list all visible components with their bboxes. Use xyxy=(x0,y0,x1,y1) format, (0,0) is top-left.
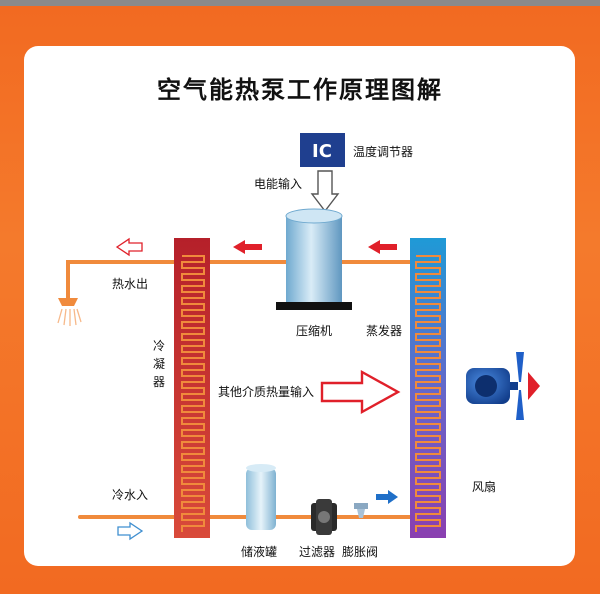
hot-water-out-label: 热水出 xyxy=(112,277,148,291)
hot-water-out-arrow-icon xyxy=(115,237,143,257)
receiver-label: 储液罐 xyxy=(241,544,277,559)
diagram-title: 空气能热泵工作原理图解 xyxy=(157,76,443,104)
condenser-label: 冷 凝 器 xyxy=(153,339,169,389)
evaporator-coil xyxy=(415,255,441,532)
flow-arrow-icon xyxy=(233,240,262,254)
power-input-label: 电能输入 xyxy=(254,176,302,191)
ic-chip-label: IC xyxy=(312,141,332,162)
expansion-valve xyxy=(354,490,398,518)
compressor-label: 压缩机 xyxy=(296,323,332,338)
ic-controller-box xyxy=(300,133,345,167)
expansion-valve-label: 膨胀阀 xyxy=(342,545,378,559)
flow-arrow-icon xyxy=(368,240,397,254)
compressor-unit xyxy=(276,208,352,310)
filter-component xyxy=(311,499,337,535)
condenser-coil xyxy=(181,255,205,532)
cold-water-in-label: 冷水入 xyxy=(112,488,148,502)
fan-icon xyxy=(466,352,540,420)
filter-label: 过滤器 xyxy=(299,545,335,559)
medium-heat-input-label: 其他介质热量输入 xyxy=(218,384,314,399)
power-input-arrow-icon xyxy=(310,170,340,213)
heat-input-arrow-icon xyxy=(320,369,401,415)
cold-water-in-arrow-icon xyxy=(117,521,144,541)
expansion-flow-arrow-icon xyxy=(376,490,398,504)
shower-head-icon xyxy=(57,298,82,326)
fan-label: 风扇 xyxy=(472,479,496,494)
evaporator-label: 蒸发器 xyxy=(366,323,402,338)
temperature-regulator-label: 温度调节器 xyxy=(353,144,413,159)
liquid-receiver-tank xyxy=(246,464,276,530)
